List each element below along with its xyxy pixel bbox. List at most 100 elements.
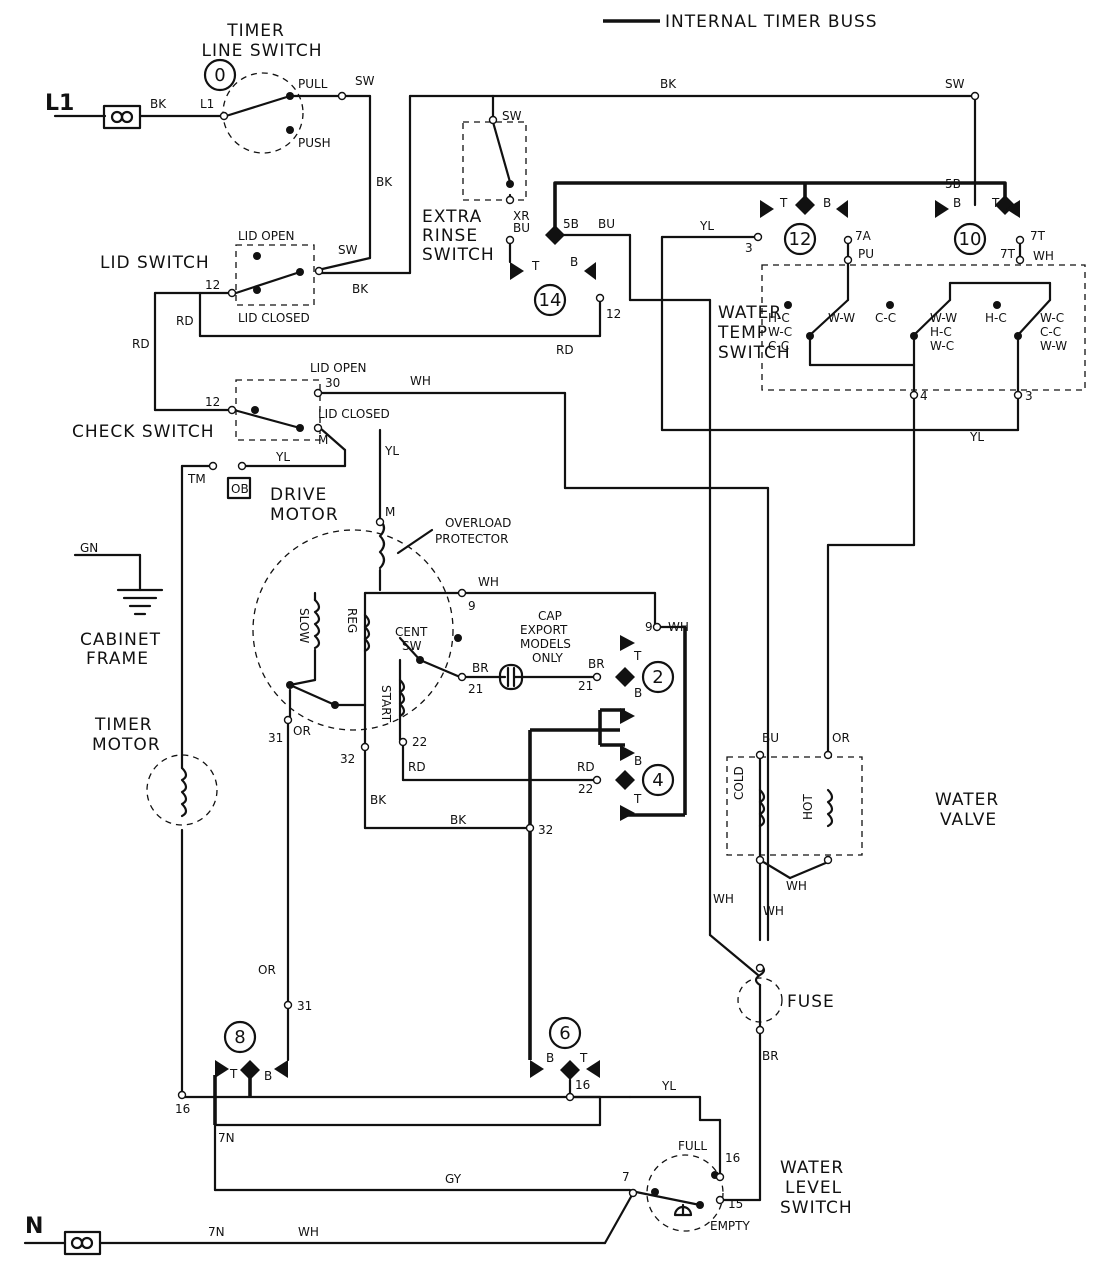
water-level-diaphragm [673, 1205, 693, 1217]
label-wire_colors-wh: WH [786, 879, 807, 893]
label-wire_colors-yl: YL [275, 450, 290, 464]
label-wire_colors-rd: RD [132, 337, 150, 351]
label-wire_colors-or: OR [293, 724, 311, 738]
label-wire_colors-bk: BK [150, 97, 167, 111]
start-winding-coil [398, 678, 406, 718]
label-terminals-t16: 16 [175, 1102, 190, 1116]
label-terminals-t: T [531, 259, 540, 273]
ob-label: OB [231, 482, 249, 496]
label-wire_colors-yl: YL [699, 219, 714, 233]
wires [23, 94, 1052, 1245]
cap-label-4: ONLY [532, 651, 564, 665]
timer-number-12: 12 [789, 229, 812, 250]
label-wire_colors-sw: SW [502, 109, 522, 123]
timer-number-2: 2 [652, 667, 663, 688]
label-terminals-t21: 21 [468, 682, 483, 696]
water-valve-label-1: WATER [935, 790, 999, 810]
cap-label-1: CAP [538, 609, 562, 623]
label-wire_colors-wh: WH [668, 620, 689, 634]
label-terminals-t15: 15 [728, 1197, 743, 1211]
label-terminals-t12: 12 [606, 307, 621, 321]
label-terminals-t4: 4 [920, 389, 928, 403]
label-terminals-b: B [634, 686, 642, 700]
check-switch-label: CHECK SWITCH [72, 422, 214, 442]
label-wire_colors-bk: BK [450, 813, 467, 827]
label-wire_colors-bk: BK [370, 793, 387, 807]
component-labels: TIMER LINE SWITCH PULL PUSH LID SWITCH L… [25, 21, 1067, 1239]
label-wire_colors-or: OR [832, 731, 850, 745]
label-wire_colors-bk: BK [352, 282, 369, 296]
temp-pos-6: W-W [930, 311, 957, 325]
label-wire_colors-yl: YL [384, 444, 399, 458]
gn-label: GN [80, 541, 98, 555]
overload-protector-coil [378, 518, 386, 570]
cold-label: COLD [732, 766, 746, 800]
timer-line-switch-label-2: LINE SWITCH [201, 41, 322, 61]
temp-pos-8: W-C [930, 339, 954, 353]
label-wire_colors-pu: PU [858, 247, 874, 261]
cabinet-label-2: FRAME [86, 649, 149, 669]
timer-number-0: 0 [214, 65, 225, 86]
capacitor-body [498, 663, 524, 691]
label-wire_colors-rd: RD [556, 343, 574, 357]
start-label: START [379, 685, 393, 723]
label-terminals-t: T [991, 196, 1000, 210]
label-terminals-t30: 30 [325, 376, 340, 390]
label-terminals-t7t: 7T [1030, 229, 1046, 243]
pull-label: PULL [298, 77, 328, 91]
label-terminals-m: M [385, 505, 395, 519]
water-valve-label-2: VALVE [940, 810, 997, 830]
label-terminals-t9: 9 [468, 599, 476, 613]
label-wire_colors-bk: BK [660, 77, 677, 91]
label-terminals-t7: 7 [622, 1170, 630, 1184]
water-level-label-2: LEVEL [785, 1178, 842, 1198]
label-wire_colors-gy: GY [445, 1172, 462, 1186]
water-temp-label-3: SWITCH [718, 343, 791, 363]
cold-valve-coil [758, 788, 766, 828]
label-terminals-t31: 31 [268, 731, 283, 745]
terminal-nodes [177, 91, 1025, 1205]
l1-label: L1 [45, 91, 74, 116]
label-terminals-t32: 32 [538, 823, 553, 837]
timer-motor-label-2: MOTOR [92, 735, 161, 755]
timer-motor-coil [180, 766, 188, 818]
label-wire_colors-bu: BU [513, 221, 530, 235]
label-terminals-t32: 32 [340, 752, 355, 766]
label-wire_colors-rd: RD [408, 760, 426, 774]
fuse-label: FUSE [787, 992, 835, 1012]
label-terminals-t5b: 5B [563, 217, 579, 231]
label-terminals-b: B [570, 255, 578, 269]
label-terminals-t: T [633, 649, 642, 663]
label-terminals-t9: 9 [645, 620, 653, 634]
label-terminals-t12: 12 [205, 278, 220, 292]
label-wire_colors-xr: XR [513, 209, 530, 223]
label-terminals-t12: 12 [205, 395, 220, 409]
timer-line-switch-label-1: TIMER [226, 21, 285, 41]
label-terminals-t3: 3 [745, 241, 753, 255]
label-wire_colors-bk: BK [376, 175, 393, 189]
label-wire_colors-wh: WH [410, 374, 431, 388]
overload-label-1: OVERLOAD [445, 516, 511, 530]
push-label: PUSH [298, 136, 331, 150]
label-wire_colors-sw: SW [338, 243, 358, 257]
label-terminals-t22: 22 [578, 782, 593, 796]
label-wire_colors-yl: YL [661, 1079, 676, 1093]
overload-label-2: PROTECTOR [435, 532, 508, 546]
timer-number-6: 6 [559, 1023, 570, 1044]
label-wire_colors-br: BR [588, 657, 605, 671]
legend: INTERNAL TIMER BUSS [603, 12, 877, 32]
timer-number-10: 10 [959, 229, 982, 250]
label-wire_colors-bu: BU [762, 731, 779, 745]
connectors [63, 104, 524, 1256]
cent-label-2: SW [402, 639, 422, 653]
water-level-label-3: SWITCH [780, 1198, 853, 1218]
label-wire_colors-br: BR [762, 1049, 779, 1063]
label-terminals-t3: 3 [1025, 389, 1033, 403]
lid-switch-label: LID SWITCH [100, 253, 210, 273]
ob-box [226, 476, 252, 500]
label-terminals-t16: 16 [575, 1078, 590, 1092]
label-terminals-t: T [579, 1051, 588, 1065]
label-terminals-t7a: 7A [855, 229, 872, 243]
empty-label: EMPTY [710, 1219, 751, 1233]
temp-pos-3: C-C [768, 339, 789, 353]
